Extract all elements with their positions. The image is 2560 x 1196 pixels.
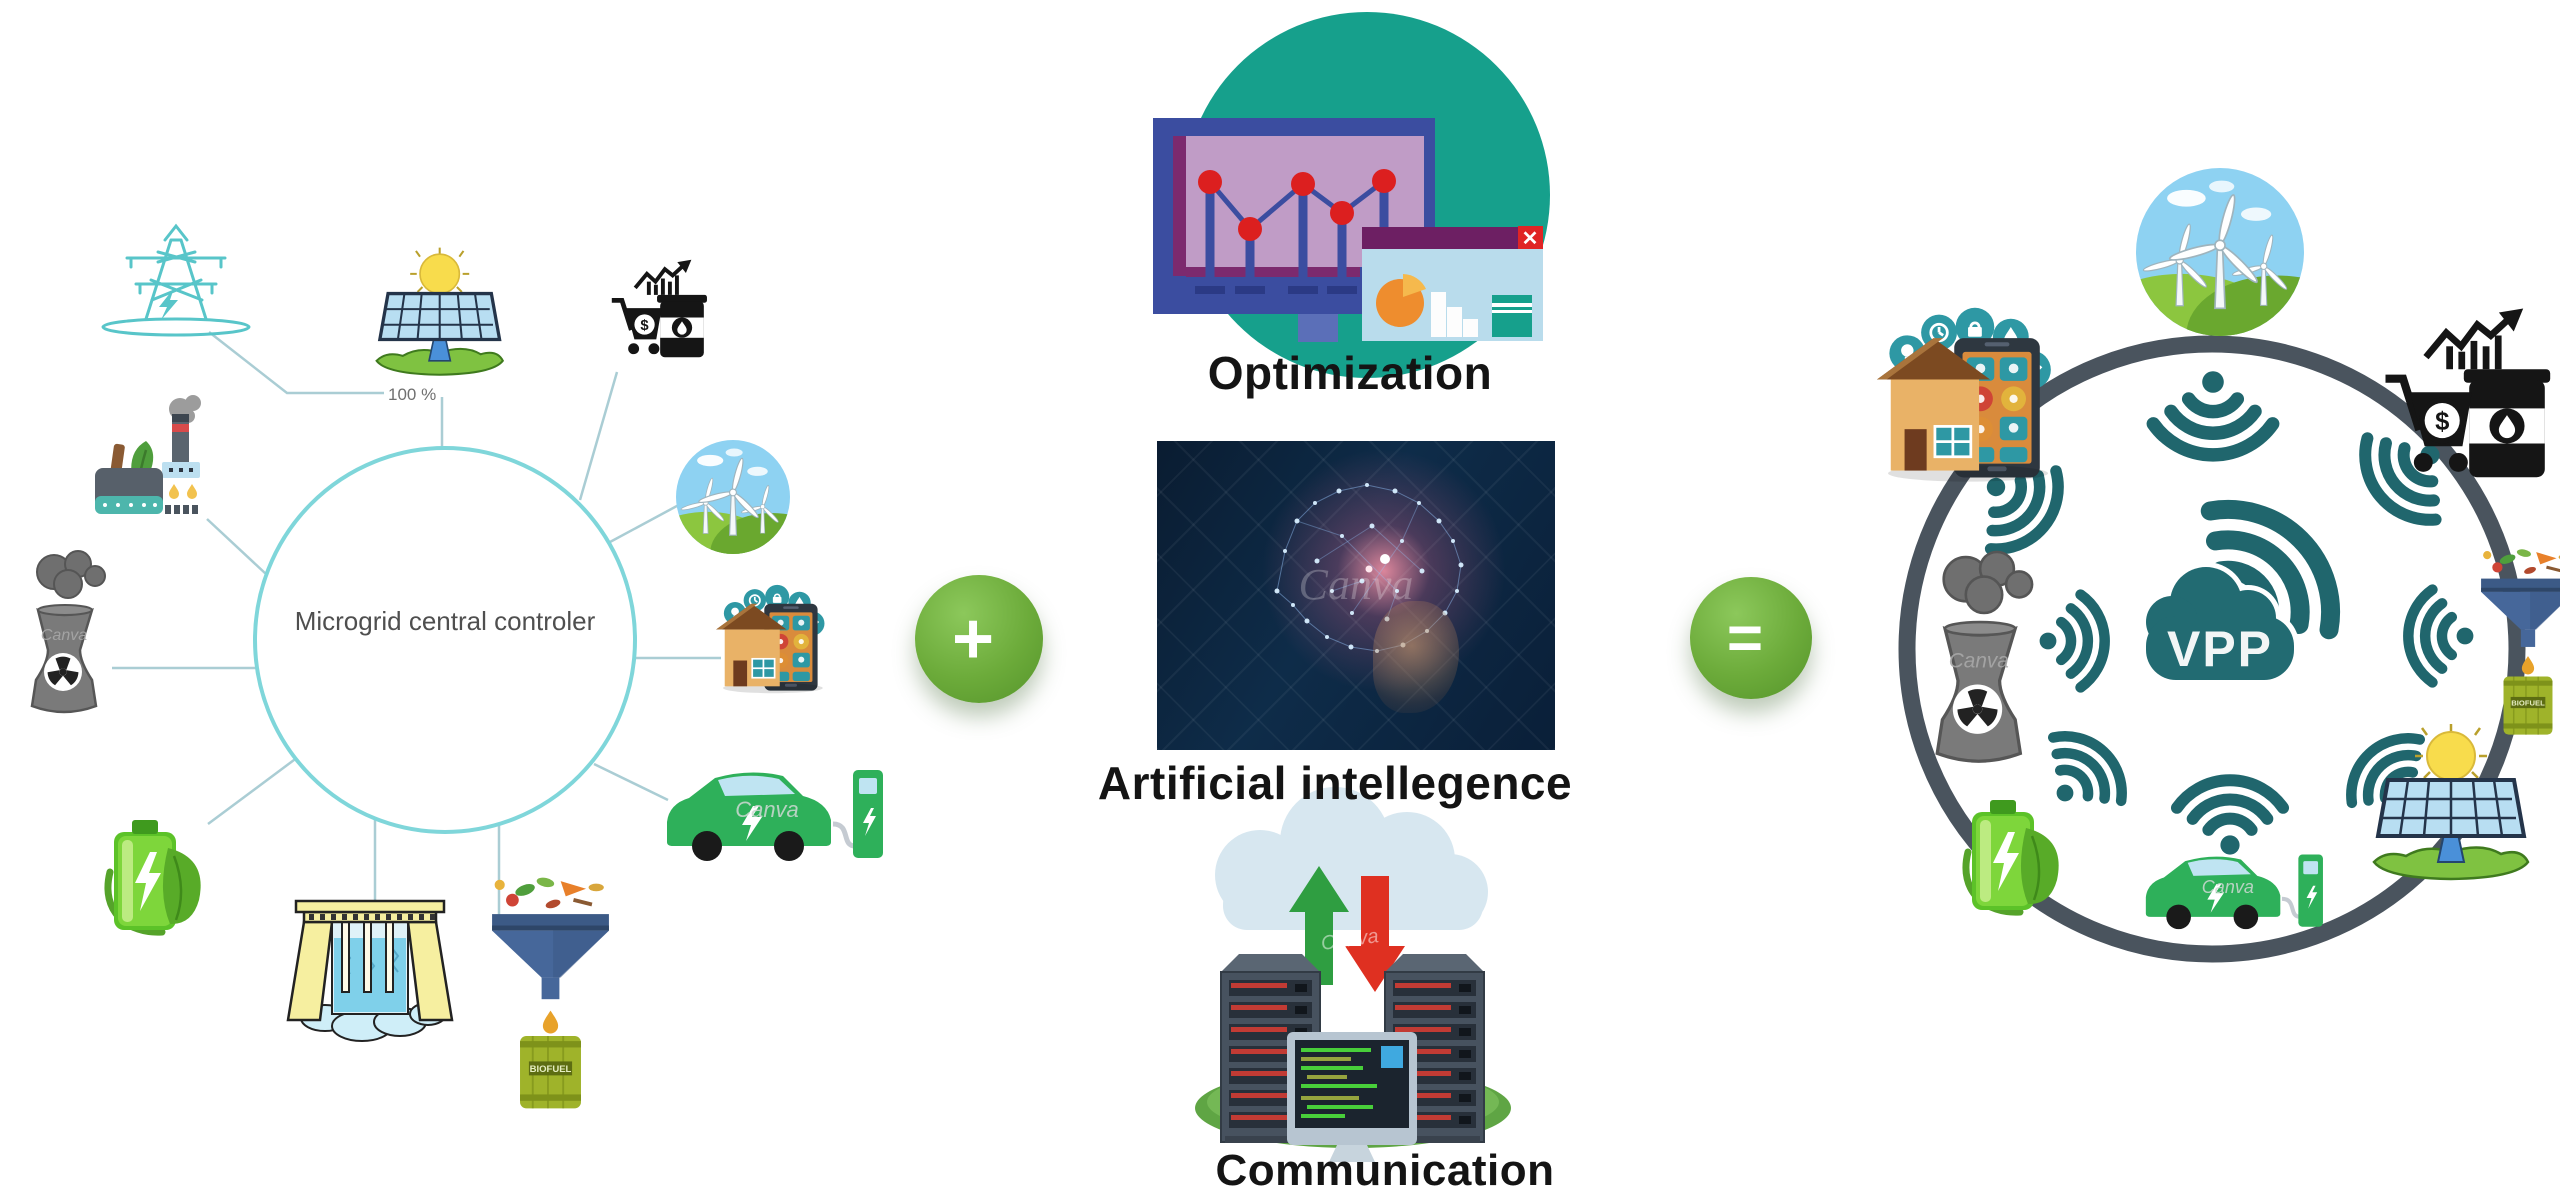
close-icon[interactable]: ✕	[1522, 228, 1539, 250]
wind-turbines-icon	[644, 440, 834, 593]
brain-stem	[1373, 601, 1459, 713]
nuclear-plant-icon	[1935, 550, 2034, 763]
smart-home-icon	[715, 583, 826, 695]
wifi-signal-icon	[2153, 371, 2272, 455]
battery-storage-icon	[1966, 800, 2059, 912]
energy-market-icon	[2386, 309, 2551, 478]
vpp-label: VPP	[2167, 621, 2273, 677]
nuclear-plant-icon	[30, 549, 107, 714]
connection-percentage-label: 100 %	[388, 385, 436, 404]
microgrid-central-label: Microgrid central controler	[295, 606, 596, 636]
chart-points	[1198, 169, 1396, 241]
plus-operator: +	[915, 575, 1043, 703]
biomass-plant-icon	[95, 395, 201, 514]
optimization-caption: Optimization	[1207, 347, 1493, 399]
table-icon	[1492, 295, 1532, 337]
communication-caption: Communication	[1215, 1146, 1555, 1195]
wifi-signal-icon	[2177, 780, 2283, 854]
ai-image: Canva	[1157, 441, 1555, 750]
bar-chart-icon	[1431, 292, 1478, 337]
hydro-dam-icon	[286, 899, 454, 1042]
ev-charging-icon	[2146, 855, 2323, 930]
vpp-cloud: VPP	[2141, 562, 2299, 685]
control-monitor	[1287, 1032, 1417, 1162]
canva-watermark: Canva	[1298, 560, 1414, 609]
connector-lines	[112, 331, 721, 935]
download-arrow-icon	[1345, 876, 1405, 992]
wifi-signal-icon	[2040, 595, 2105, 688]
wifi-signal-icon	[2408, 590, 2473, 683]
battery-storage-icon	[108, 820, 201, 932]
ev-charging-icon	[667, 770, 883, 861]
microgrid-central-circle	[253, 446, 637, 834]
energy-market-icon	[612, 260, 707, 358]
close-button[interactable]	[1518, 226, 1543, 251]
vpp-ring	[1898, 335, 2526, 963]
optimization-graphic: ✕	[1153, 12, 1550, 378]
popup-title-bar	[1362, 227, 1518, 250]
transmission-tower-icon	[101, 223, 251, 337]
communication-graphic: Canva	[1195, 787, 1511, 1162]
wifi-signal-icon	[2025, 720, 2137, 831]
cloud-icon	[1215, 787, 1488, 930]
equals-operator: =	[1690, 577, 1812, 699]
biomass-funnel-icon	[491, 875, 610, 1110]
solar-panel-icon	[374, 245, 505, 377]
vpp-diagram: VPP	[1875, 168, 2560, 963]
ai-caption: Artificial intellegence	[1097, 757, 1573, 809]
upload-arrow-icon	[1289, 866, 1349, 985]
microgrid-diagram: Microgrid central controler 100 %	[30, 223, 883, 1110]
smart-home-icon	[1875, 306, 2053, 484]
